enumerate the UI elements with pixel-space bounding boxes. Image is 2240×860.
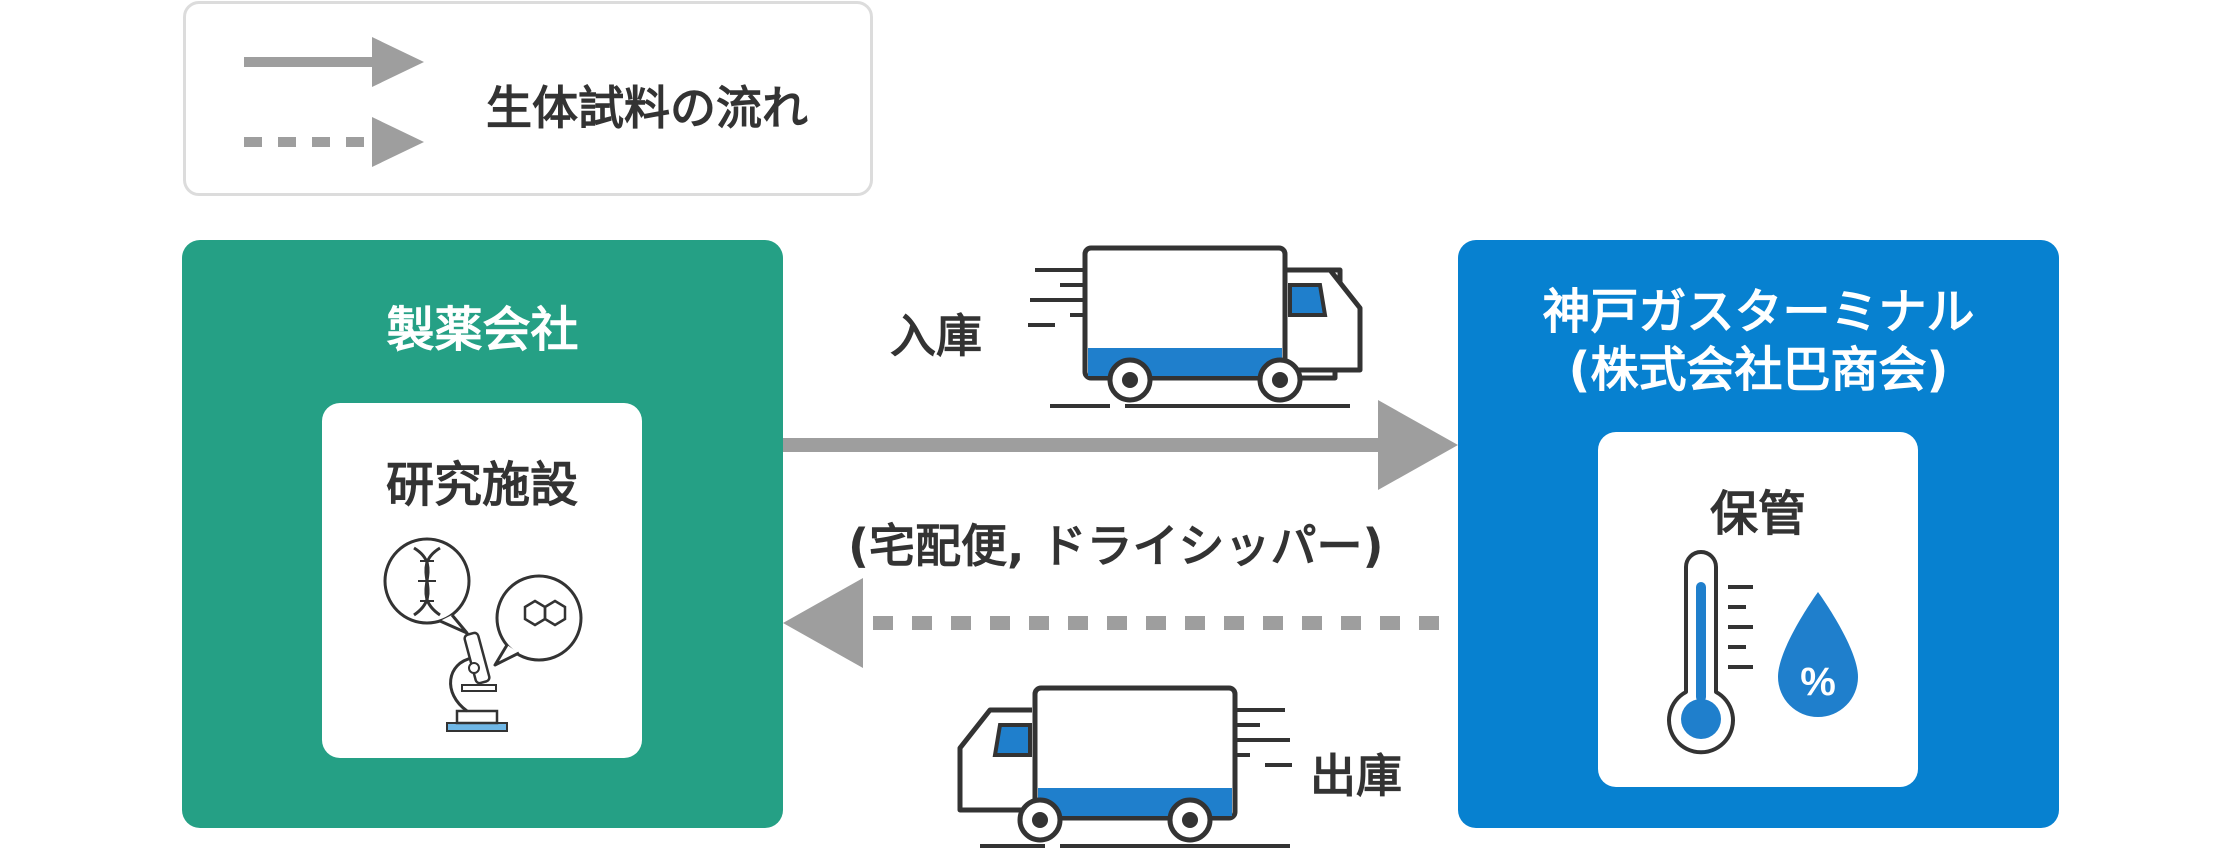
pharma-company-title: 製薬会社 — [386, 302, 579, 358]
inbound-arrow — [783, 400, 1458, 490]
research-facility-title: 研究施設 — [385, 457, 578, 513]
truck-inbound-icon — [1028, 245, 1363, 408]
storage-title: 保管 — [1709, 486, 1806, 542]
truck-outbound-icon — [957, 685, 1292, 848]
carrier-label: (宅配便, ドライシッパー) — [848, 519, 1384, 573]
outbound-label: 出庫 — [1310, 749, 1402, 803]
humidity-drop-icon: % — [1778, 592, 1858, 717]
kobe-terminal-title: 神戸ガスターミナル — [1542, 284, 1975, 340]
microscope-icon — [446, 631, 508, 732]
molecule-bubble-icon — [493, 574, 583, 667]
legend-dashed-arrow-icon — [244, 117, 424, 167]
kobe-terminal-box: 神戸ガスターミナル (株式会社巴商会) 保管 % — [1458, 240, 2059, 828]
pharma-company-box: 製薬会社 研究施設 — [182, 240, 783, 828]
kobe-terminal-subtitle: (株式会社巴商会) — [1568, 342, 1949, 398]
legend-box: 生体試料の流れ — [183, 1, 873, 196]
outbound-arrow — [783, 578, 1458, 668]
research-facility-card: 研究施設 — [322, 403, 642, 758]
humidity-percent-symbol: % — [1800, 660, 1836, 704]
inbound-label: 入庫 — [890, 309, 982, 363]
dna-bubble-icon — [383, 537, 471, 635]
thermometer-icon — [1667, 550, 1753, 755]
legend-solid-arrow-icon — [244, 37, 424, 87]
legend-label: 生体試料の流れ — [486, 81, 808, 135]
storage-card: 保管 % — [1598, 432, 1918, 787]
